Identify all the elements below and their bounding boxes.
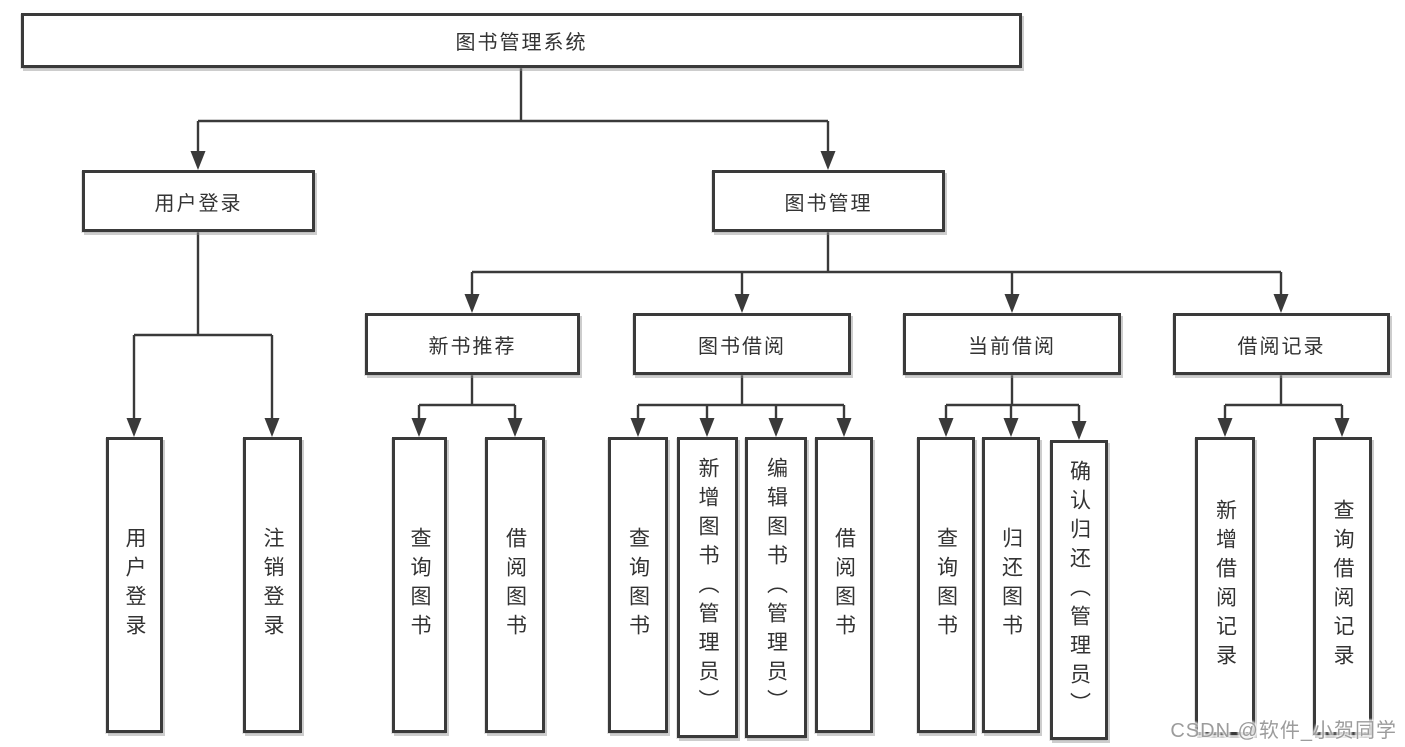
node-borrow-records: 借阅记录 [1173,313,1390,375]
leaf-label: 查询图书 [408,527,431,643]
node-library-system: 图书管理系统 [21,13,1022,68]
node-user-login: 用户登录 [82,170,315,232]
leaf-label: 编辑图书（管理员） [764,457,788,718]
node-label: 借阅记录 [1237,335,1326,358]
csdn-watermark: CSDN @软件_小贺同学 [1170,720,1397,742]
leaf-query-borrow-record: 查询借阅记录 [1313,437,1372,735]
leaf-return-book: 归还图书 [982,437,1040,733]
leaf-label: 新增借阅记录 [1213,499,1237,673]
node-label: 图书管理 [784,192,873,215]
leaf-label: 确认归还（管理员） [1067,459,1091,721]
leaf-edit-book-admin: 编辑图书（管理员） [745,437,807,738]
leaf-confirm-return-admin: 确认归还（管理员） [1050,440,1108,740]
node-label: 图书管理系统 [455,32,588,54]
node-current-borrow: 当前借阅 [903,313,1121,375]
leaf-query-books-current: 查询图书 [917,437,975,733]
leaf-label: 借阅图书 [832,527,856,643]
leaf-user-login: 用户登录 [106,437,163,733]
leaf-label: 借阅图书 [503,527,527,643]
leaf-label: 查询图书 [626,527,650,643]
node-label: 新书推荐 [428,335,517,358]
node-label: 当前借阅 [968,335,1056,358]
leaf-label: 查询图书 [934,527,958,643]
node-label: 图书借阅 [698,335,786,358]
node-book-management: 图书管理 [712,170,945,232]
leaf-borrow-books-recommend: 借阅图书 [485,437,545,733]
leaf-add-borrow-record: 新增借阅记录 [1195,437,1255,735]
leaf-label: 查询借阅记录 [1331,499,1354,673]
leaf-label: 新增图书（管理员） [696,457,719,718]
leaf-label: 归还图书 [999,527,1023,643]
node-book-borrow: 图书借阅 [633,313,851,375]
leaf-query-books-borrow: 查询图书 [608,437,668,733]
leaf-label: 注销登录 [261,527,284,643]
leaf-label: 用户登录 [123,527,146,643]
leaf-logout: 注销登录 [243,437,302,733]
node-new-book-recommend: 新书推荐 [365,313,580,375]
leaf-borrow-books-borrow: 借阅图书 [815,437,873,733]
node-label: 用户登录 [154,192,243,215]
leaf-add-book-admin: 新增图书（管理员） [677,437,738,738]
leaf-query-books-recommend: 查询图书 [392,437,447,733]
